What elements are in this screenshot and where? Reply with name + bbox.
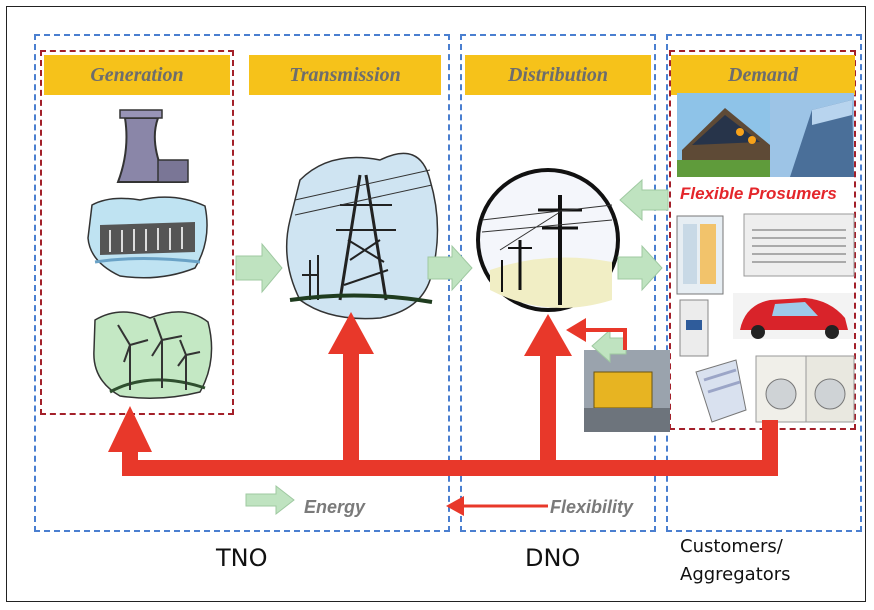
energy-arrow-generator	[591, 328, 627, 364]
flexibility-bus-arrow	[108, 312, 778, 476]
tno-label: TNO	[216, 544, 268, 572]
dishwasher-photo	[695, 359, 747, 423]
transmission-tower-icon	[285, 152, 439, 320]
generation-group	[40, 50, 234, 415]
generator-flexibility-arrowhead	[566, 318, 586, 342]
energy-legend-arrow	[245, 484, 295, 516]
distribution-banner: Distribution	[465, 55, 651, 95]
flexible-prosumers-label: Flexible Prosumers	[680, 184, 837, 203]
flexibility-label: Flexibility	[550, 497, 634, 517]
dno-label: DNO	[525, 544, 581, 572]
washer-dryer-photo	[755, 355, 855, 423]
water-heater-photo	[679, 299, 709, 357]
flexibility-arrow-demand-dist	[619, 178, 669, 222]
refrigerator-photo	[676, 215, 724, 295]
energy-arrow-trans-dist	[427, 244, 473, 292]
power-plant-icon	[116, 109, 189, 183]
house-solar-photo	[677, 93, 770, 177]
generator-flexibility-arrow	[582, 328, 627, 350]
distribution-poles-icon	[476, 168, 620, 312]
wind-farm-icon	[93, 311, 213, 399]
customers-zone	[666, 34, 862, 532]
customers-label-line2: Aggregators	[680, 564, 791, 585]
dno-zone	[460, 34, 656, 532]
hydro-dam-icon	[87, 196, 208, 279]
energy-arrow-dist-demand	[617, 244, 663, 292]
generator-photo	[584, 350, 670, 432]
air-conditioner-photo	[743, 213, 855, 277]
generation-banner: Generation	[44, 55, 230, 95]
energy-arrow-gen-trans	[235, 242, 283, 294]
tno-zone	[34, 34, 450, 532]
demand-banner: Demand	[671, 55, 855, 95]
electric-car-photo	[733, 293, 854, 339]
office-building-photo	[770, 93, 854, 177]
energy-label: Energy	[304, 497, 366, 517]
customers-label-line1: Customers/	[680, 536, 783, 557]
flexibility-legend-arrow	[446, 496, 548, 516]
transmission-banner: Transmission	[249, 55, 441, 95]
